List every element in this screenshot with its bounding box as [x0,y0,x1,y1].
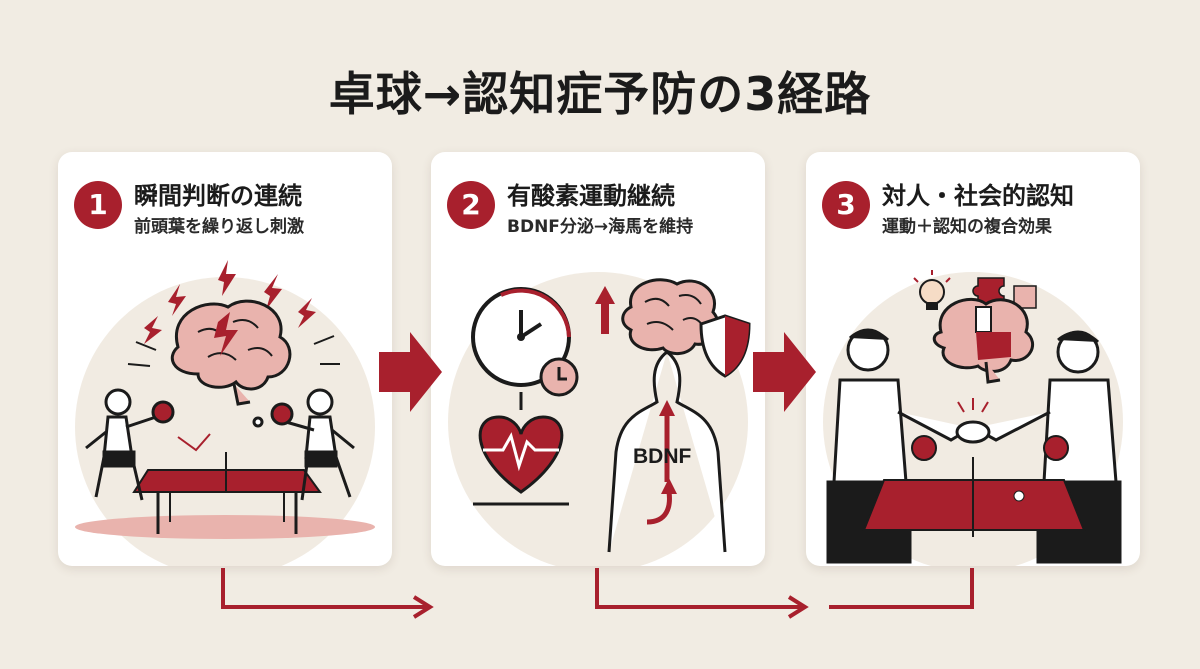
card-subtitle: 運動＋認知の複合効果 [882,217,1052,237]
card-title: 有酸素運動継続 [507,182,675,210]
step-number-badge: 3 [822,181,870,229]
card-title: 瞬間判断の連続 [134,182,302,210]
shield-icon [699,314,751,378]
card-subtitle: 前頭葉を繰り返し刺激 [134,217,304,237]
up-arrow-icon [595,286,615,334]
brain-icon [932,297,1034,384]
bdnf-label: BDNF [633,445,692,468]
heart-pulse-icon [473,415,569,506]
handshake-icon [897,398,1051,444]
page-title: 卓球→認知症予防の3経路 [328,67,872,121]
pathway-card-1: 1 瞬間判断の連続 前頭葉を繰り返し刺激 [58,152,392,566]
ping-pong-table-icon [862,457,1086,537]
pathway-card-3: 3 対人・社会的認知 運動＋認知の複合効果 [806,152,1140,566]
connector-line [829,568,974,609]
lightbulb-icon [913,270,951,310]
step-number-badge: 2 [447,181,495,229]
lightning-icon [144,260,316,344]
connector-arrow [595,568,809,619]
clock-icon [471,287,579,397]
connector-arrow [221,568,434,619]
aerobic-illustration [448,272,751,566]
social-illustration [823,270,1123,566]
ping-pong-players-icon [85,388,355,501]
pathway-card-2: 2 有酸素運動継続 BDNF分泌→海馬を維持 [431,152,765,566]
brain-icon [621,278,720,355]
card-subtitle: BDNF分泌→海馬を維持 [507,217,694,237]
ping-pong-illustration [75,260,375,566]
body-outline-icon [607,350,727,553]
step-number-badge: 1 [74,181,122,229]
card-title: 対人・社会的認知 [882,182,1074,210]
brain-icon [170,299,292,406]
